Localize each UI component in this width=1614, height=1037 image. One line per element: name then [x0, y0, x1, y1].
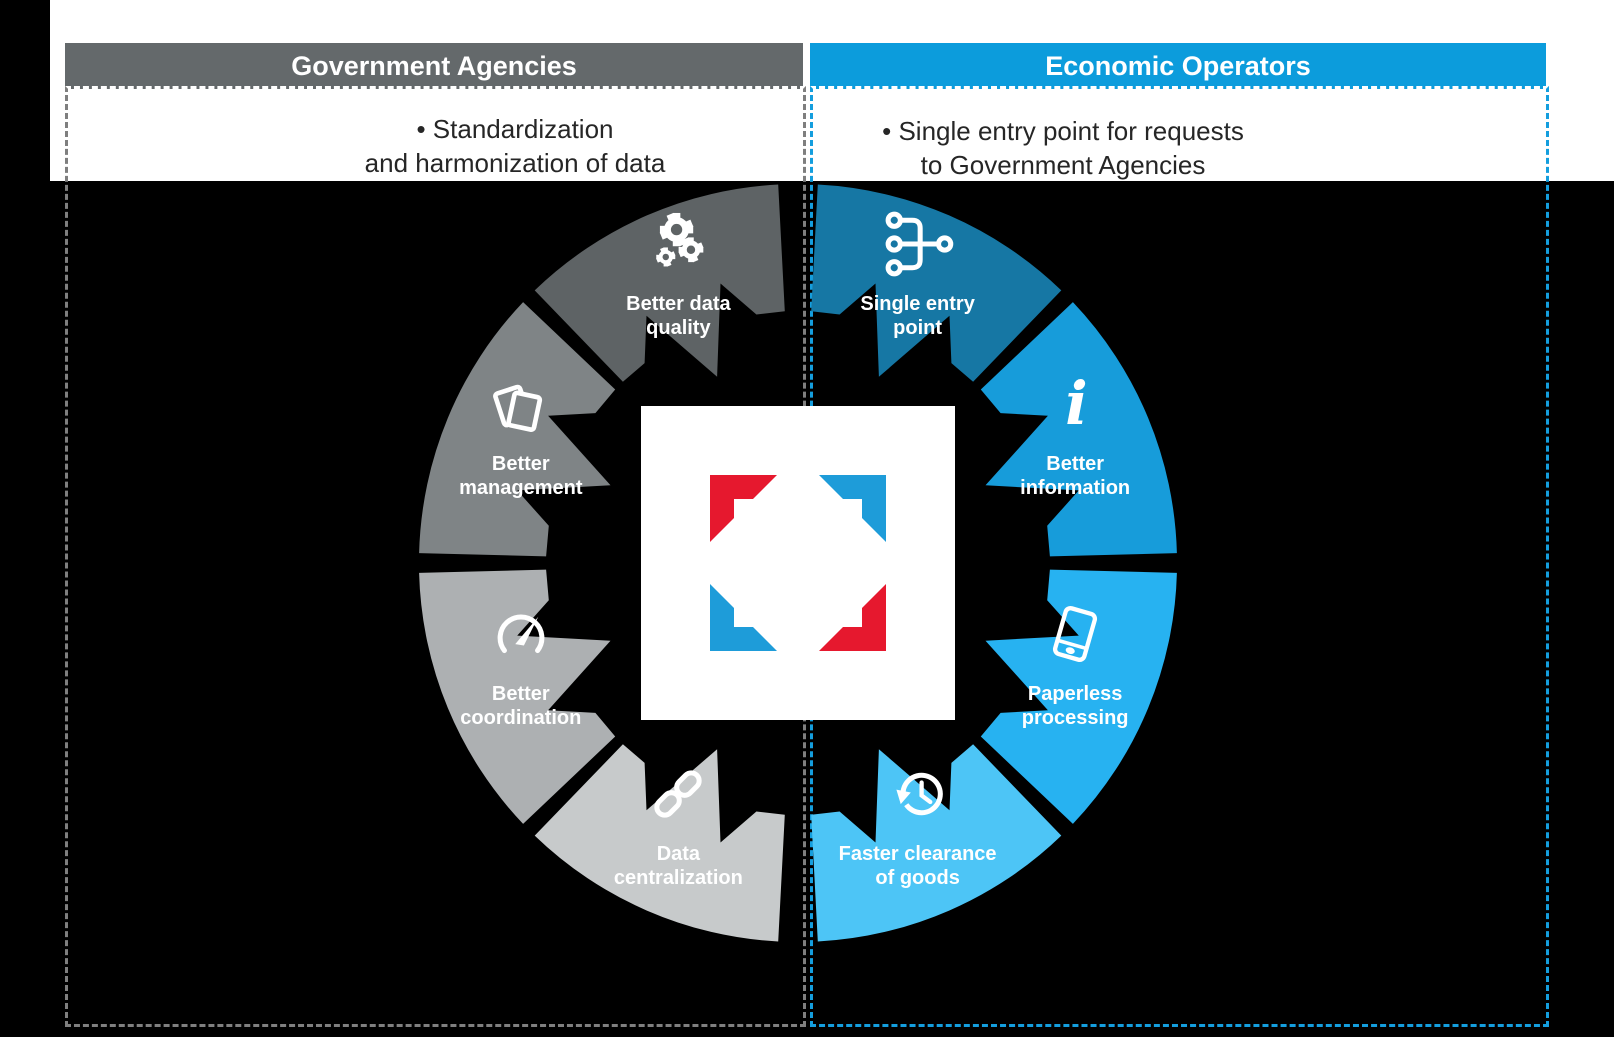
bullet-line: to Government Agencies: [920, 150, 1206, 180]
svg-text:i: i: [1065, 369, 1087, 438]
wedge-label-line: information: [1020, 477, 1131, 500]
economic-operators-bullet-text: • Single entry point for requests to Gov…: [763, 114, 1363, 182]
logo-bracket-top-right: [819, 475, 886, 542]
wedge-label-line: of goods: [875, 867, 960, 890]
wedge-label-line: Better: [1046, 453, 1105, 476]
wedge-label-line: Better data: [626, 292, 731, 315]
government-agencies-bullet-text: • Standardization and harmonization of d…: [215, 112, 815, 180]
wedge-label-line: Better: [491, 682, 550, 705]
wedge-label-line: coordination: [460, 706, 582, 729]
wedge-label-line: point: [893, 316, 943, 339]
info-icon: i: [1039, 368, 1111, 440]
wedge-label-line: Data: [656, 843, 701, 866]
wedge-better-information: [980, 302, 1177, 557]
wedge-paperless-processing: [980, 569, 1177, 824]
merge-icon: [882, 208, 954, 280]
government-agencies-header: Government Agencies: [65, 43, 803, 89]
link-icon: [642, 758, 714, 830]
wedge-label-line: Better: [491, 453, 550, 476]
wedge-faster-clearance-of-goods: [811, 744, 1062, 942]
bullet-line: • Standardization: [416, 114, 614, 144]
logo-bracket-bottom-right: [819, 584, 886, 651]
gears-icon: [642, 208, 714, 280]
bullet-line: • Single entry point for requests: [882, 116, 1244, 146]
cards-icon: [485, 368, 557, 440]
top-band: [50, 0, 1614, 181]
wedge-label-line: Faster clearance: [838, 843, 997, 866]
economic-operators-header-label: Economic Operators: [1045, 51, 1311, 81]
gauge-icon: [485, 598, 557, 670]
wedge-single-entry-point: [811, 184, 1062, 382]
wedge-label-line: centralization: [613, 867, 743, 890]
government-agencies-header-label: Government Agencies: [291, 51, 577, 81]
bullet-line: and harmonization of data: [364, 148, 666, 178]
wedge-better-coordination: [419, 569, 616, 824]
logo-bracket-top-left: [710, 475, 777, 542]
logo-bracket-bottom-left: [710, 584, 777, 651]
center-logo-square: [641, 406, 955, 720]
wedge-label-line: quality: [646, 316, 711, 339]
wedge-better-data-quality: [534, 184, 785, 382]
phone-icon: [1039, 598, 1111, 670]
economic-operators-header: Economic Operators: [810, 43, 1546, 89]
wedge-label-line: Paperless: [1027, 682, 1123, 705]
wedge-data-centralization: [534, 744, 785, 942]
wedge-label-line: Single entry: [860, 292, 975, 315]
history-icon: [882, 758, 954, 830]
wedge-label-line: processing: [1021, 706, 1129, 729]
wedge-label-line: management: [459, 477, 583, 500]
